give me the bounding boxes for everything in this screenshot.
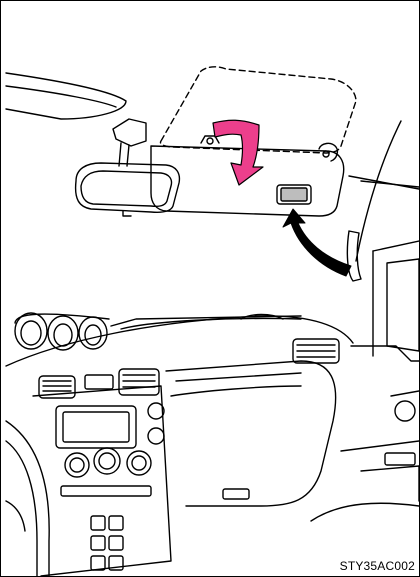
headliner-line xyxy=(6,86,116,107)
mirror-mount xyxy=(113,119,146,146)
dashboard-top xyxy=(6,316,353,366)
switch-panel xyxy=(91,516,123,570)
figure-code: STY35AC002 xyxy=(337,559,415,573)
center-stack xyxy=(33,386,171,576)
center-vents xyxy=(39,339,339,398)
gauge-pods xyxy=(15,313,109,350)
climate-knobs xyxy=(65,448,151,477)
roof-right xyxy=(349,176,419,189)
visor-arrow-icon xyxy=(213,120,263,185)
door-panel xyxy=(351,346,419,361)
passenger-dash xyxy=(166,361,336,506)
assist-grip xyxy=(347,231,361,281)
roof-edge xyxy=(6,73,126,119)
windshield-pillar xyxy=(356,121,401,261)
mirror-arrow-icon xyxy=(283,209,351,276)
steering-wheel xyxy=(6,421,49,576)
